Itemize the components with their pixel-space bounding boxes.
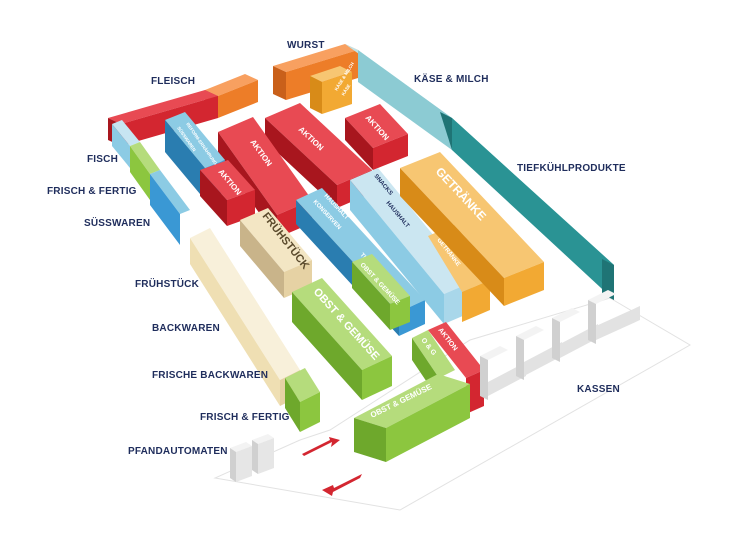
label-kaese-milch: KÄSE & MILCH <box>414 74 489 85</box>
label-fleisch: FLEISCH <box>151 76 196 87</box>
label-suesswaren: SÜSSWAREN <box>84 218 151 229</box>
shelf-label-kaese-tag: KÄSE <box>340 83 352 97</box>
pfandautomat-2 <box>252 434 274 474</box>
shelf-fisch <box>112 120 140 168</box>
shelf-kaese-amber: KÄSE & MILCH KÄSE <box>310 61 355 114</box>
shelf-aktion-5: AKTION <box>428 322 484 414</box>
shelf-tiefkuehl <box>440 112 614 300</box>
shelf-aktion-4: AKTION <box>345 104 408 170</box>
shelf-getraenke: GETRÄNKE <box>400 152 544 306</box>
arrow-in <box>302 437 340 456</box>
label-fisch: FISCH <box>87 154 118 165</box>
label-backwaren: BACKWAREN <box>152 323 220 334</box>
label-kassen: KASSEN <box>577 384 620 395</box>
label-frisch-fertig-bottom: FRISCH & FERTIG <box>200 412 290 423</box>
checkout-4 <box>588 290 640 344</box>
label-wurst: WURST <box>287 40 325 51</box>
shelf-kaese-milch-strip <box>345 44 452 150</box>
shelf-frisch-fertig-bottom <box>285 368 320 432</box>
pfandautomat-1 <box>230 442 252 482</box>
shelf-suesswaren <box>150 170 190 245</box>
shelf-frisch-fertig-top <box>130 142 160 200</box>
label-frische-backwaren: FRISCHE BACKWAREN <box>152 370 269 381</box>
label-pfandautomaten: PFANDAUTOMATEN <box>128 446 228 457</box>
arrow-out <box>322 474 362 496</box>
label-fruehstueck: FRÜHSTÜCK <box>135 279 200 290</box>
label-tiefkuehl: TIEFKÜHLPRODUKTE <box>517 163 626 174</box>
label-frisch-fertig-top: FRISCH & FERTIG <box>47 186 137 197</box>
